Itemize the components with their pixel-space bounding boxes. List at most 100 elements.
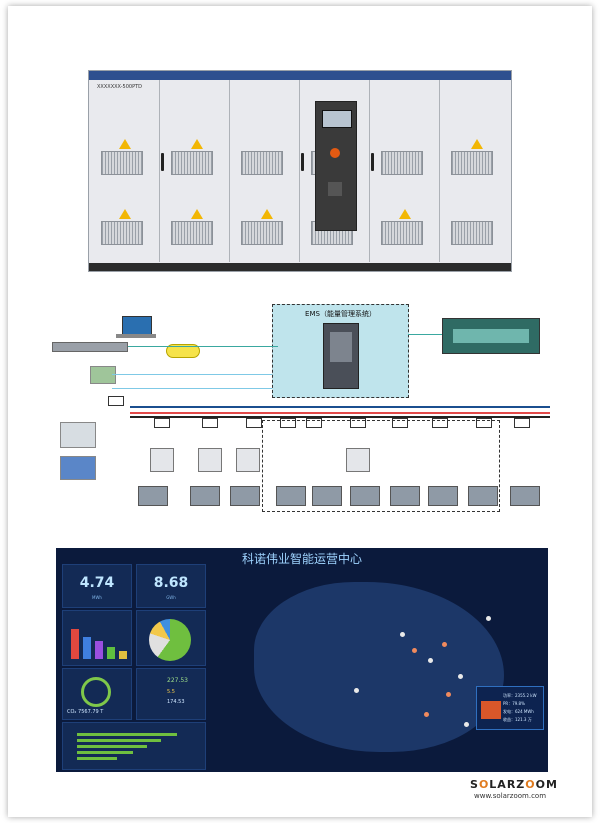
bar-chart-panel (62, 610, 132, 666)
logo-part: LARZ (489, 778, 526, 791)
link-line (112, 374, 272, 375)
china-map (214, 562, 544, 768)
warning-icon (399, 209, 411, 219)
kpi-value: 8.68 (153, 575, 189, 591)
laptop-icon (122, 316, 152, 336)
station-marker[interactable] (354, 688, 359, 693)
station-info-popup: 功率：2355.2 kW PR：79.8% 发电：624 MWh 收益：121.… (476, 686, 544, 730)
chart-bar (95, 641, 103, 659)
meter-icon (350, 418, 366, 428)
meter-icon (246, 418, 262, 428)
meter-icon (306, 418, 322, 428)
station-marker[interactable] (428, 658, 433, 663)
warning-icon (119, 209, 131, 219)
logo-url: www.solarzoom.com (474, 792, 547, 800)
meter-icon (432, 418, 448, 428)
system-diagram: EMS（能量管理系统） (50, 296, 560, 518)
cabinet-door (299, 80, 370, 262)
ems-cabinet-icon (323, 323, 359, 389)
station-marker[interactable] (464, 722, 469, 727)
station-marker[interactable] (400, 632, 405, 637)
warning-icon (119, 139, 131, 149)
inverter-cabinet-image: XXXXXXX-500PTD (88, 70, 512, 272)
station-marker[interactable] (446, 692, 451, 697)
vent-grille (171, 151, 213, 175)
storage-photo (276, 486, 306, 506)
vent-grille (241, 221, 283, 245)
power-bus (130, 416, 550, 418)
cabinet-top-rail (89, 71, 511, 80)
chart-bar (107, 647, 115, 659)
station-marker[interactable] (486, 616, 491, 621)
door-handle (371, 153, 374, 171)
ems-title: EMS（能量管理系统） (305, 310, 376, 318)
rank-bar (77, 745, 147, 748)
load-photo (390, 486, 420, 506)
chart-bar (83, 637, 91, 659)
warning-icon (191, 209, 203, 219)
logo-part: S (470, 778, 479, 791)
display-screen (322, 110, 352, 128)
pv-field-photo (138, 486, 168, 506)
router-icon (52, 342, 128, 352)
chart-bar (71, 629, 79, 659)
emergency-stop-icon (330, 148, 340, 158)
door-handle (301, 153, 304, 171)
tower-photo (60, 456, 96, 480)
cabinet-door (89, 80, 160, 262)
logo-part: O (525, 778, 536, 791)
door-handle (161, 153, 164, 171)
wind-photo (190, 486, 220, 506)
load-photo (428, 486, 458, 506)
panel-switch (328, 182, 342, 196)
cabinet-door (159, 80, 230, 262)
solar-panel-icon (481, 701, 501, 719)
pie-chart (149, 619, 191, 661)
kpi-unit: MWh (92, 595, 102, 600)
grid-photo (90, 366, 116, 384)
solarzoom-logo: SOLARZOOM (470, 778, 558, 791)
control-panel (315, 101, 357, 231)
info-line: 收益：121.3 万 (503, 717, 532, 722)
vent-grille (241, 151, 283, 175)
warning-icon (191, 139, 203, 149)
meter-icon (154, 418, 170, 428)
vent-grille (451, 151, 493, 175)
inverter-icon (150, 448, 174, 472)
operations-dashboard: 科诺伟业智能运营中心 4.74 MWh 8.68 GWh CO₂ 7567.79… (56, 548, 548, 772)
inverter-icon (198, 448, 222, 472)
vent-grille (381, 221, 423, 245)
eco-gear-icon (81, 677, 111, 707)
pie-chart-panel (136, 610, 206, 666)
station-marker[interactable] (424, 712, 429, 717)
station-marker[interactable] (412, 648, 417, 653)
meter-icon (392, 418, 408, 428)
rank-bar (77, 757, 117, 760)
rank-bar (77, 751, 133, 754)
link-line (408, 334, 442, 335)
cabinet-door (229, 80, 300, 262)
link-line (128, 346, 278, 347)
cabinet-base (89, 263, 511, 271)
dashboard-title: 科诺伟业智能运营中心 (241, 552, 362, 566)
kpi-value: 4.74 (79, 575, 115, 591)
station-marker[interactable] (442, 642, 447, 647)
info-line: PR：79.8% (503, 701, 525, 706)
rank-bar (77, 739, 161, 742)
link-line (112, 388, 272, 389)
dc-bus (130, 412, 550, 414)
inverter-icon (236, 448, 260, 472)
warning-icon (261, 209, 273, 219)
station-marker[interactable] (458, 674, 463, 679)
cabinet-model-label: XXXXXXX-500PTD (97, 84, 142, 90)
meter-icon (108, 396, 124, 406)
ac-bus (130, 406, 550, 408)
inverter-icon (346, 448, 370, 472)
kpi-unit: GWh (166, 595, 176, 600)
stat-value: 5.5 (167, 689, 175, 695)
emission-panel: CO₂ 7567.79 T (62, 668, 132, 720)
vent-grille (381, 151, 423, 175)
load-photo (510, 486, 540, 506)
co2-value: CO₂ 7567.79 T (67, 709, 104, 715)
warning-icon (471, 139, 483, 149)
